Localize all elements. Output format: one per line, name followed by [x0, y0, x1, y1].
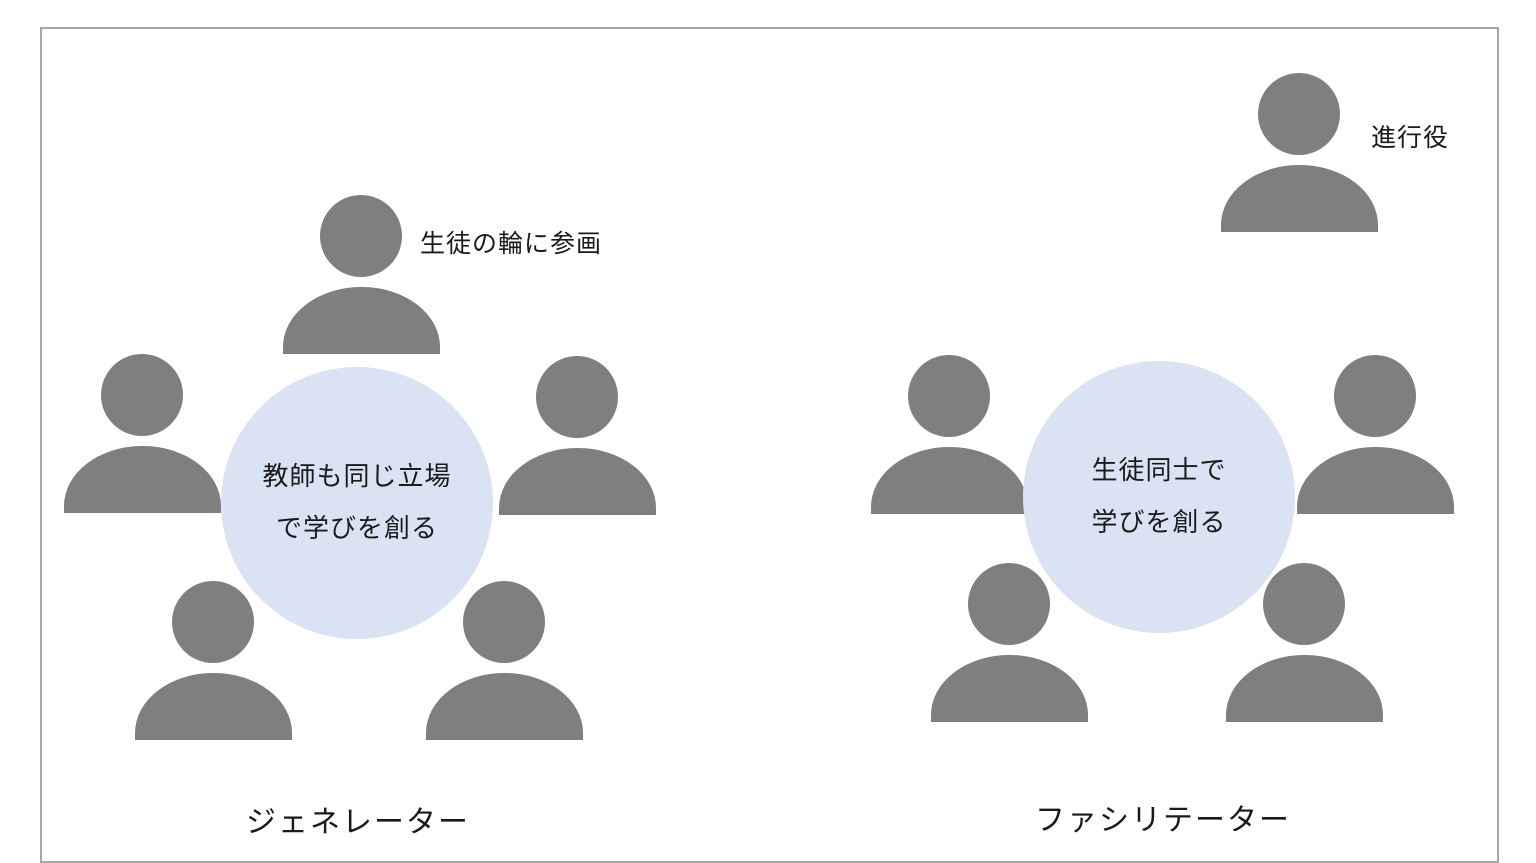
- person-body: [135, 673, 292, 740]
- student-person-icon: [135, 581, 292, 741]
- facilitator-person-icon: [1221, 73, 1378, 233]
- teacher-label: 生徒の輪に参画: [420, 229, 603, 258]
- person-body: [1226, 655, 1383, 722]
- teacher-person-icon: [283, 195, 440, 355]
- facilitator-center-circle: 生徒同士で 学びを創る: [1023, 361, 1295, 633]
- person-head: [101, 354, 183, 436]
- person-body: [1221, 165, 1378, 232]
- person-body: [426, 673, 583, 740]
- circle-text-line: 教師も同じ立場: [262, 462, 452, 492]
- person-body: [931, 655, 1088, 722]
- person-head: [908, 355, 990, 437]
- circle-text-line: 生徒同士で: [1091, 456, 1227, 486]
- person-body: [1297, 447, 1454, 514]
- student-person-icon: [426, 581, 583, 741]
- person-head: [320, 195, 402, 277]
- generator-center-circle: 教師も同じ立場 で学びを創る: [221, 367, 493, 639]
- circle-text-line: 学びを創る: [1091, 508, 1227, 538]
- person-head: [1258, 73, 1340, 155]
- student-person-icon: [499, 356, 656, 516]
- facilitator-label: 進行役: [1371, 123, 1450, 152]
- student-person-icon: [1226, 563, 1383, 723]
- person-head: [536, 356, 618, 438]
- generator-caption: ジェネレーター: [246, 805, 470, 840]
- student-person-icon: [1297, 355, 1454, 515]
- person-head: [968, 563, 1050, 645]
- person-body: [871, 447, 1028, 514]
- student-person-icon: [931, 563, 1088, 723]
- circle-text-line: で学びを創る: [275, 514, 438, 544]
- person-body: [283, 287, 440, 354]
- person-body: [64, 446, 221, 513]
- person-head: [463, 581, 545, 663]
- student-person-icon: [871, 355, 1028, 515]
- student-person-icon: [64, 354, 221, 514]
- person-body: [499, 448, 656, 515]
- person-head: [1334, 355, 1416, 437]
- person-head: [172, 581, 254, 663]
- diagram-frame: [40, 27, 1499, 863]
- person-head: [1263, 563, 1345, 645]
- facilitator-caption: ファシリテーター: [1035, 803, 1291, 838]
